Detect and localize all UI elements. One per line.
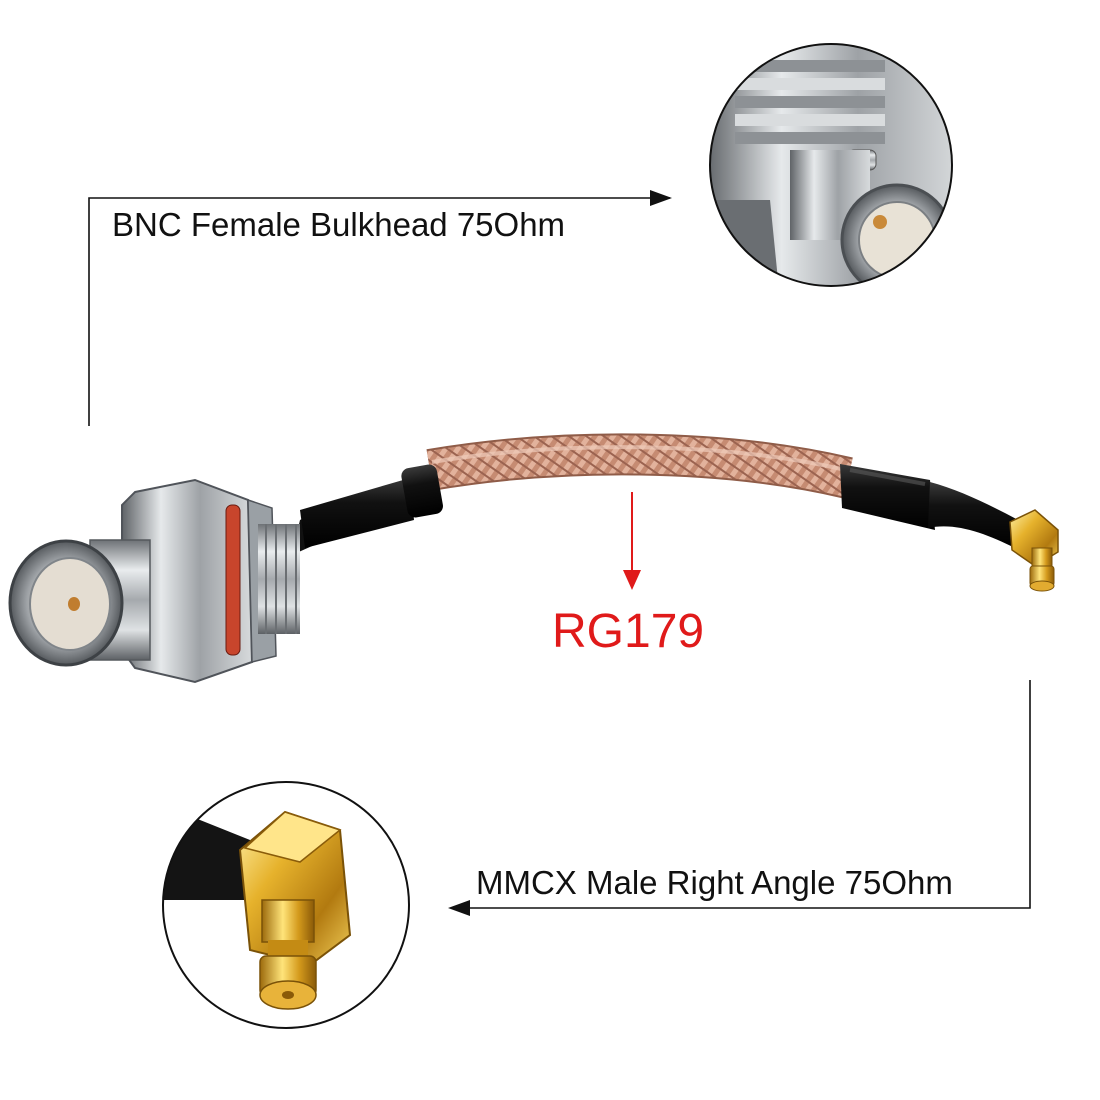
bnc-callout-line — [88, 190, 672, 426]
cable-assembly — [8, 433, 1059, 684]
bnc-closeup-icon — [710, 44, 952, 286]
bnc-label: BNC Female Bulkhead 75Ohm — [112, 206, 566, 243]
left-heatshrink — [292, 464, 443, 555]
mmcx-connector-icon — [1009, 509, 1059, 592]
right-heatshrink — [840, 464, 1022, 548]
mmcx-closeup-icon — [163, 782, 409, 1028]
mmcx-callout-line — [448, 680, 1031, 916]
cable-type-label: RG179 — [552, 605, 705, 658]
bnc-connector-icon — [8, 478, 300, 684]
bnc-detail-circle — [709, 43, 953, 287]
cable-arrow — [623, 492, 641, 590]
mmcx-label: MMCX Male Right Angle 75Ohm — [476, 864, 953, 901]
mmcx-detail-circle — [162, 781, 410, 1029]
